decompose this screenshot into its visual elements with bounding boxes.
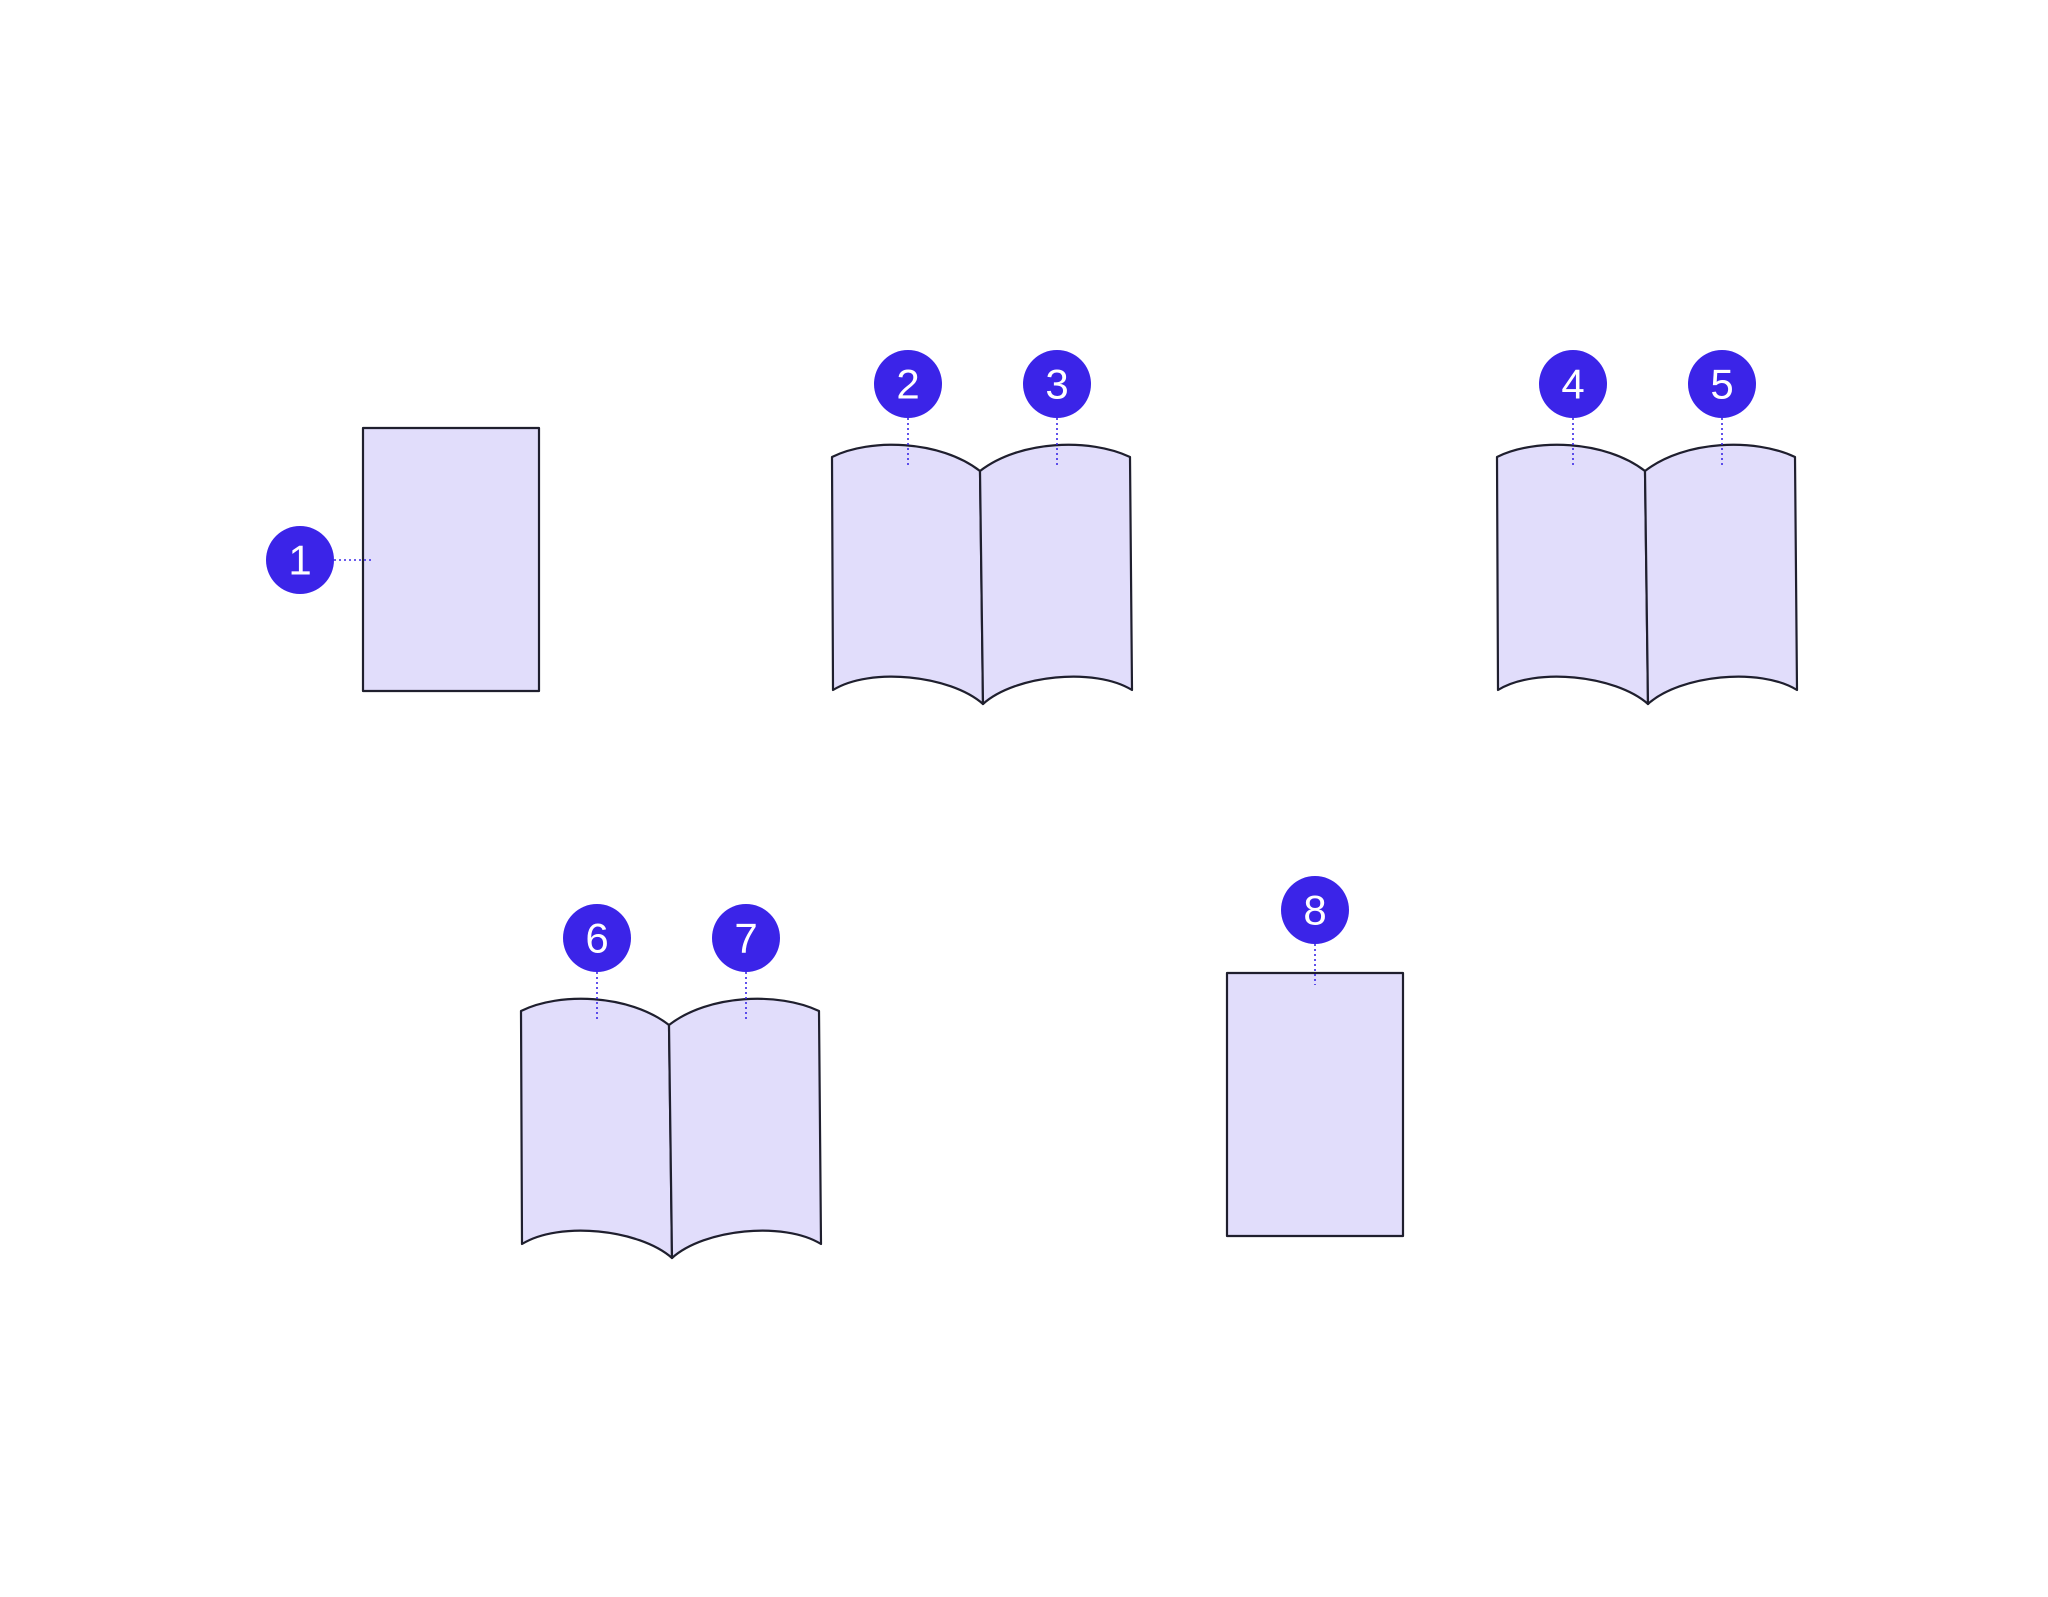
callout-badge-2: 2	[874, 350, 942, 418]
spread-right-page	[978, 443, 1134, 706]
callout-number-8: 8	[1303, 887, 1326, 934]
callout-badge-1: 1	[266, 526, 334, 594]
callout-number-4: 4	[1561, 361, 1584, 408]
callout-number-7: 7	[734, 915, 757, 962]
single-page	[1225, 971, 1405, 1238]
callout-badge-3: 3	[1023, 350, 1091, 418]
callout-badge-4: 4	[1539, 350, 1607, 418]
single-page	[361, 426, 541, 693]
callout-badge-6: 6	[563, 904, 631, 972]
figure-single-page-1: 1	[266, 426, 541, 693]
callout-badge-7: 7	[712, 904, 780, 972]
callout-badge-5: 5	[1688, 350, 1756, 418]
spread-right-page	[1643, 443, 1799, 706]
callout-number-6: 6	[585, 915, 608, 962]
spread-left-page	[830, 443, 985, 706]
figure-spread-b: 4 5	[1495, 350, 1799, 706]
callout-number-2: 2	[896, 361, 919, 408]
spread-right-page	[667, 997, 823, 1260]
callout-badge-8: 8	[1281, 876, 1349, 944]
spread-left-page	[519, 997, 674, 1260]
callout-number-5: 5	[1710, 361, 1733, 408]
callout-number-1: 1	[288, 537, 311, 584]
figure-spread-c: 6 7	[519, 904, 823, 1260]
callout-number-3: 3	[1045, 361, 1068, 408]
spread-left-page	[1495, 443, 1650, 706]
figure-single-page-2: 8	[1225, 876, 1405, 1238]
figure-spread-a: 2 3	[830, 350, 1134, 706]
